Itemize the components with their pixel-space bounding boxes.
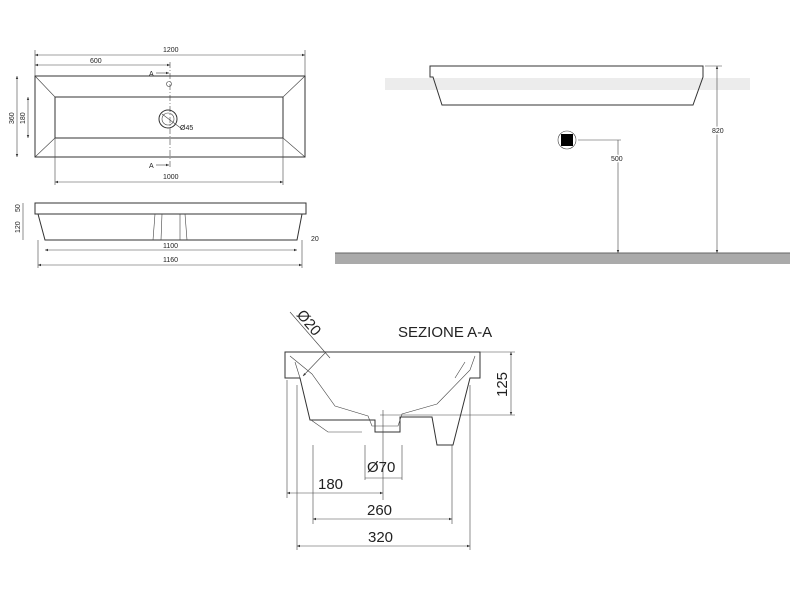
dim-120: 120 bbox=[15, 221, 22, 233]
dim-50: 50 bbox=[15, 204, 22, 212]
tap-hole bbox=[166, 81, 172, 87]
waste-outlet-icon bbox=[557, 130, 577, 150]
dim-600: 600 bbox=[90, 58, 102, 65]
dim-1000: 1000 bbox=[163, 174, 179, 181]
dim-overflow-diameter: Ø20 bbox=[293, 307, 324, 340]
dim-125: 125 bbox=[494, 372, 511, 397]
dim-1100: 1100 bbox=[163, 243, 178, 250]
install-view: 820 500 bbox=[335, 65, 790, 264]
section-mark-top: A bbox=[149, 71, 154, 78]
section-a-a: SEZIONE A-A Ø20 125 Ø70 180 260 320 bbox=[284, 307, 515, 550]
dim-500: 500 bbox=[611, 156, 623, 163]
dim-1200: 1200 bbox=[163, 47, 179, 54]
dim-180: 180 bbox=[318, 476, 343, 493]
dim-drain-diameter: Ø70 bbox=[367, 459, 395, 476]
drain-icon bbox=[158, 109, 178, 129]
dim-260: 260 bbox=[367, 502, 392, 519]
dim-1160: 1160 bbox=[163, 257, 178, 264]
dim-360: 360 bbox=[9, 112, 16, 124]
top-view: Ø45 1200 600 360 180 1000 A A bbox=[9, 47, 306, 185]
floor bbox=[335, 253, 790, 264]
basin-bowl bbox=[54, 96, 284, 139]
section-mark-bottom: A bbox=[149, 163, 154, 170]
section-title: SEZIONE A-A bbox=[398, 324, 492, 341]
dim-20: 20 bbox=[311, 236, 319, 243]
dim-320: 320 bbox=[368, 529, 393, 546]
drain-diameter-label: Ø45 bbox=[180, 125, 193, 132]
dim-180: 180 bbox=[20, 112, 27, 124]
basin-elevation bbox=[429, 65, 704, 106]
dim-820: 820 bbox=[712, 128, 724, 135]
section-outline bbox=[284, 351, 481, 446]
countertop bbox=[385, 78, 750, 90]
side-view: 50 120 20 1100 1160 bbox=[15, 202, 319, 268]
